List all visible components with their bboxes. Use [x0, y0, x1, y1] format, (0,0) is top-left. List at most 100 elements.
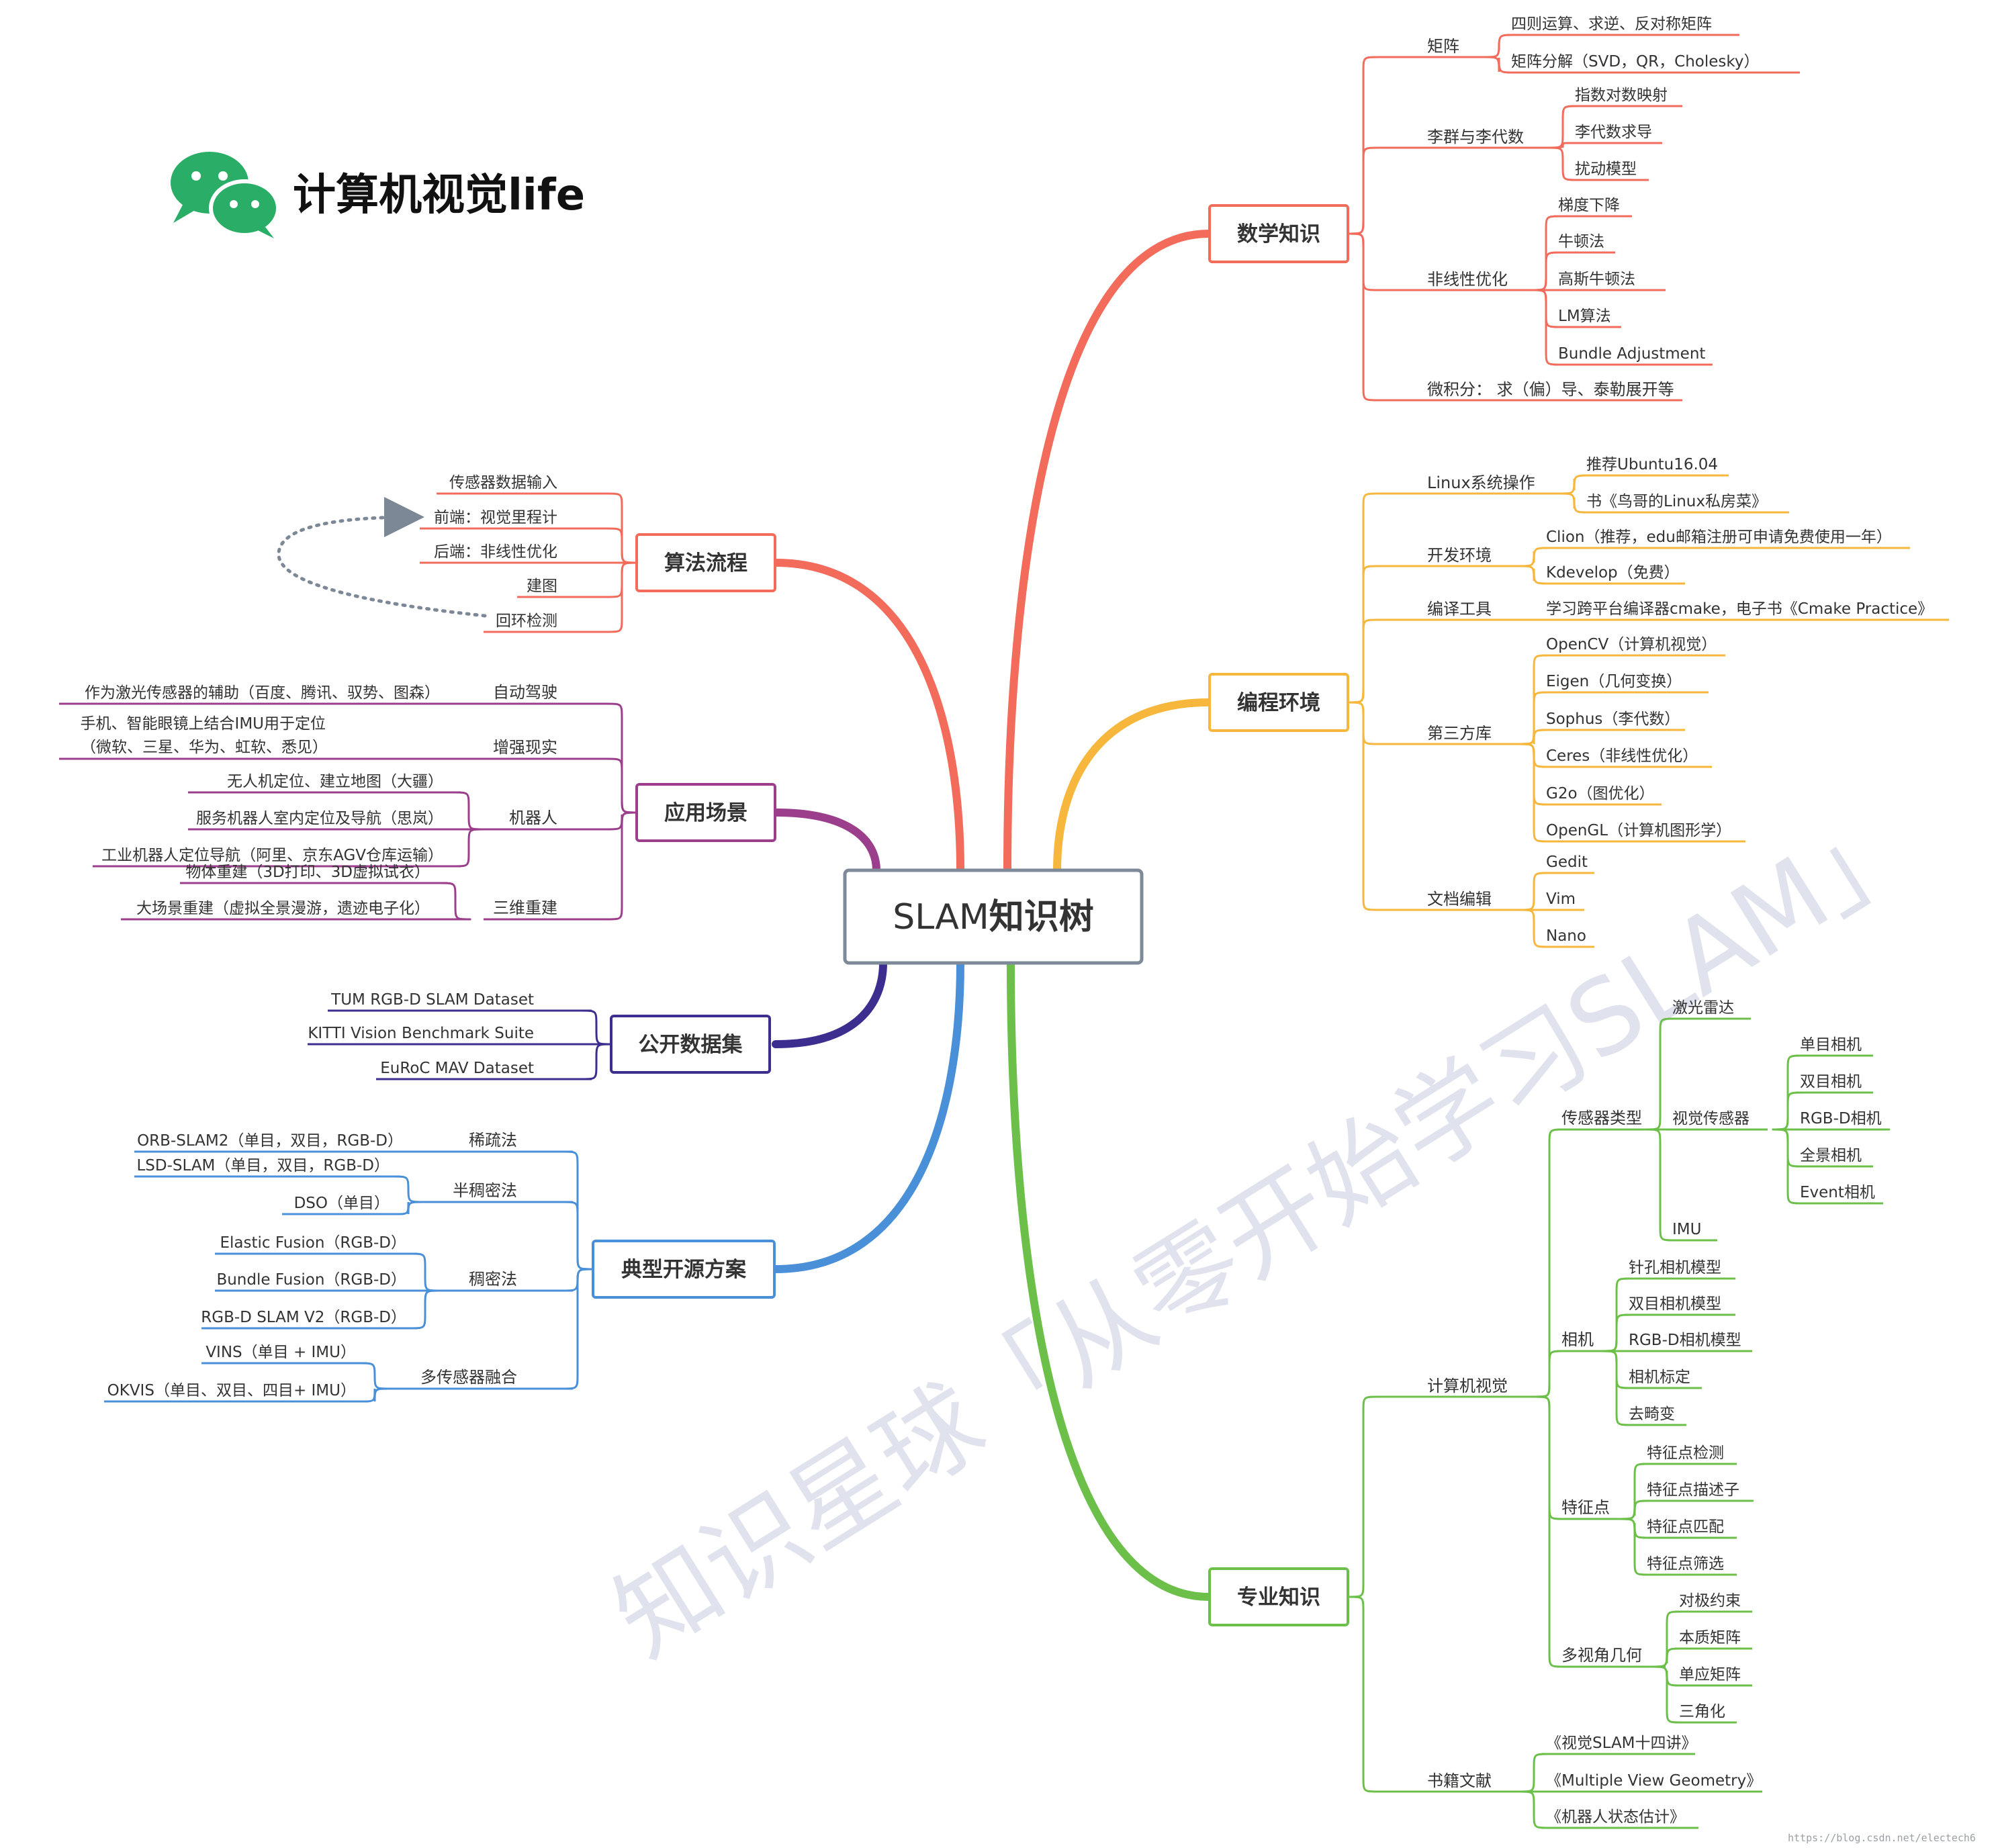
- pro-node-box[interactable]: [1208, 1567, 1349, 1626]
- prog-leaf-4-0[interactable]: Gedit: [1546, 853, 1588, 871]
- pro-camera-leaf-2[interactable]: RGB-D相机模型: [1629, 1332, 1741, 1349]
- pro-cv-feature[interactable]: 特征点: [1561, 1498, 1610, 1517]
- open-leaf-3-1[interactable]: OKVIS（单目、双目、四目+ IMU）: [107, 1382, 356, 1399]
- app-node-box[interactable]: [635, 783, 776, 842]
- math-leaf-0-0[interactable]: 四则运算、求逆、反对称矩阵: [1511, 15, 1712, 33]
- sensor-imu[interactable]: IMU: [1672, 1221, 1701, 1238]
- prog-leaf-3-3[interactable]: Ceres（非线性优化）: [1546, 747, 1698, 765]
- math-node-box[interactable]: [1208, 204, 1349, 263]
- open-node[interactable]: 典型开源方案: [621, 1258, 747, 1282]
- pro-mvg-leaf-1[interactable]: 本质矩阵: [1679, 1629, 1741, 1647]
- prog-leaf-3-0[interactable]: OpenCV（计算机视觉）: [1546, 636, 1717, 653]
- pro-mvg-leaf-0[interactable]: 对极约束: [1679, 1592, 1741, 1610]
- pro-cv-mvg[interactable]: 多视角几何: [1561, 1646, 1642, 1665]
- prog-sub-4[interactable]: 文档编辑: [1427, 890, 1492, 909]
- prog-leaf-3-1[interactable]: Eigen（几何变换）: [1546, 673, 1682, 690]
- open-leaf-2-0[interactable]: Elastic Fusion（RGB-D）: [220, 1234, 406, 1252]
- app-leaf-2-0[interactable]: 无人机定位、建立地图（大疆）: [227, 773, 443, 790]
- open-node-box[interactable]: [592, 1240, 776, 1299]
- open-leaf-1-1[interactable]: DSO（单目）: [294, 1195, 390, 1212]
- pro-visual-leaf-1[interactable]: 双目相机: [1800, 1073, 1862, 1091]
- pro-books-leaf-1[interactable]: 《Multiple View Geometry》: [1546, 1772, 1762, 1790]
- prog-sub-1[interactable]: 开发环境: [1427, 546, 1492, 565]
- pro-visual-leaf-3[interactable]: 全景相机: [1800, 1147, 1862, 1164]
- prog-leaf-1-1[interactable]: Kdevelop（免费）: [1546, 564, 1680, 582]
- pro-books-leaf-2[interactable]: 《机器人状态估计》: [1546, 1808, 1685, 1826]
- open-sub-1[interactable]: 半稠密法: [453, 1181, 517, 1200]
- algo-node-box[interactable]: [635, 533, 776, 592]
- data-leaf-2[interactable]: EuRoC MAV Dataset: [380, 1060, 534, 1077]
- app-sub-1[interactable]: 增强现实: [493, 738, 557, 757]
- app-sub-2[interactable]: 机器人: [509, 808, 557, 827]
- math-leaf-2-2[interactable]: 高斯牛顿法: [1558, 271, 1635, 288]
- pro-node[interactable]: 专业知识: [1237, 1585, 1320, 1610]
- app-leaf-0-0[interactable]: 作为激光传感器的辅助（百度、腾讯、驭势、图森）: [85, 684, 440, 702]
- prog-leaf-2-0[interactable]: 学习跨平台编译器cmake，电子书《Cmake Practice》: [1546, 600, 1933, 618]
- pro-feature-leaf-2[interactable]: 特征点匹配: [1647, 1518, 1724, 1536]
- prog-sub-2[interactable]: 编译工具: [1427, 600, 1492, 618]
- math-node[interactable]: 数学知识: [1237, 222, 1320, 246]
- app-leaf-1-0[interactable]: 手机、智能眼镜上结合IMU用于定位: [81, 715, 326, 733]
- prog-leaf-4-2[interactable]: Nano: [1546, 927, 1586, 945]
- pro-camera-leaf-3[interactable]: 相机标定: [1629, 1369, 1690, 1386]
- math-leaf-0-1[interactable]: 矩阵分解（SVD，QR，Cholesky）: [1511, 53, 1759, 71]
- prog-leaf-1-0[interactable]: Clion（推荐，edu邮箱注册可申请免费使用一年）: [1546, 528, 1892, 546]
- prog-leaf-3-4[interactable]: G2o（图优化）: [1546, 785, 1655, 802]
- open-sub-0[interactable]: 稀疏法: [469, 1131, 517, 1150]
- pro-camera-leaf-0[interactable]: 针孔相机模型: [1629, 1259, 1721, 1277]
- open-sub-2[interactable]: 稠密法: [469, 1270, 517, 1289]
- math-leaf-1-2[interactable]: 扰动模型: [1575, 160, 1637, 178]
- math-leaf-2-3[interactable]: LM算法: [1558, 308, 1611, 325]
- pro-visual-leaf-2[interactable]: RGB-D相机: [1800, 1110, 1882, 1127]
- math-leaf-1-1[interactable]: 李代数求导: [1575, 124, 1652, 141]
- prog-leaf-3-5[interactable]: OpenGL（计算机图形学）: [1546, 822, 1731, 839]
- math-leaf-1-0[interactable]: 指数对数映射: [1575, 87, 1668, 104]
- app-leaf-1-1[interactable]: （微软、三星、华为、虹软、悉见）: [81, 739, 328, 756]
- open-leaf-3-0[interactable]: VINS（单目 + IMU）: [206, 1344, 356, 1361]
- pro-feature-leaf-1[interactable]: 特征点描述子: [1647, 1481, 1739, 1499]
- prog-leaf-0-1[interactable]: 书《鸟哥的Linux私房菜》: [1586, 493, 1767, 510]
- math-sub-0[interactable]: 矩阵: [1427, 37, 1459, 56]
- sensor-lidar[interactable]: 激光雷达: [1672, 999, 1734, 1017]
- app-leaf-3-1[interactable]: 大场景重建（虚拟全景漫游，遗迹电子化）: [136, 900, 430, 917]
- algo-node[interactable]: 算法流程: [664, 551, 747, 575]
- pro-feature-leaf-3[interactable]: 特征点筛选: [1647, 1555, 1724, 1573]
- prog-node-box[interactable]: [1208, 673, 1349, 732]
- algo-leaf-3[interactable]: 建图: [527, 578, 557, 595]
- open-leaf-1-0[interactable]: LSD-SLAM（单目，双目，RGB-D）: [136, 1157, 390, 1174]
- pro-camera-leaf-4[interactable]: 去畸变: [1629, 1405, 1675, 1423]
- prog-sub-0[interactable]: Linux系统操作: [1427, 473, 1535, 492]
- math-sub-1[interactable]: 李群与李代数: [1427, 128, 1524, 146]
- pro-books-leaf-0[interactable]: 《视觉SLAM十四讲》: [1546, 1735, 1697, 1752]
- pro-cv-sensor[interactable]: 传感器类型: [1561, 1109, 1642, 1127]
- app-node[interactable]: 应用场景: [664, 801, 747, 825]
- algo-leaf-1[interactable]: 前端：视觉里程计: [434, 509, 557, 526]
- data-node-box[interactable]: [610, 1015, 771, 1074]
- data-leaf-0[interactable]: TUM RGB-D SLAM Dataset: [330, 991, 534, 1009]
- math-sub-3[interactable]: 微积分： 求（偏）导、泰勒展开等: [1427, 380, 1674, 399]
- math-leaf-2-4[interactable]: Bundle Adjustment: [1558, 345, 1705, 363]
- app-leaf-2-2[interactable]: 工业机器人定位导航（阿里、京东AGV仓库运输）: [101, 847, 443, 864]
- prog-sub-3[interactable]: 第三方库: [1427, 724, 1492, 743]
- pro-cv-camera[interactable]: 相机: [1561, 1330, 1594, 1349]
- algo-leaf-2[interactable]: 后端：非线性优化: [434, 543, 557, 561]
- prog-leaf-3-2[interactable]: Sophus（李代数）: [1546, 710, 1680, 728]
- pro-visual-leaf-0[interactable]: 单目相机: [1800, 1036, 1862, 1054]
- root-node[interactable]: SLAM知识树: [843, 868, 1144, 965]
- app-leaf-2-1[interactable]: 服务机器人室内定位及导航（思岚）: [196, 810, 443, 827]
- prog-leaf-0-0[interactable]: 推荐Ubuntu16.04: [1586, 456, 1718, 473]
- open-leaf-2-2[interactable]: RGB-D SLAM V2（RGB-D）: [201, 1309, 406, 1326]
- prog-leaf-4-1[interactable]: Vim: [1546, 890, 1576, 908]
- pro-books[interactable]: 书籍文献: [1427, 1771, 1492, 1790]
- sensor-visual[interactable]: 视觉传感器: [1672, 1110, 1750, 1127]
- pro-mvg-leaf-3[interactable]: 三角化: [1679, 1703, 1725, 1720]
- open-leaf-0-0[interactable]: ORB-SLAM2（单目，双目，RGB-D）: [137, 1132, 403, 1150]
- data-leaf-1[interactable]: KITTI Vision Benchmark Suite: [308, 1025, 534, 1042]
- app-leaf-3-0[interactable]: 物体重建（3D打印、3D虚拟试衣）: [185, 864, 430, 881]
- open-sub-3[interactable]: 多传感器融合: [420, 1368, 517, 1387]
- algo-leaf-0[interactable]: 传感器数据输入: [449, 474, 557, 492]
- open-leaf-2-1[interactable]: Bundle Fusion（RGB-D）: [216, 1271, 406, 1289]
- pro-cv[interactable]: 计算机视觉: [1427, 1377, 1508, 1395]
- pro-camera-leaf-1[interactable]: 双目相机模型: [1629, 1295, 1721, 1313]
- pro-mvg-leaf-2[interactable]: 单应矩阵: [1679, 1666, 1741, 1683]
